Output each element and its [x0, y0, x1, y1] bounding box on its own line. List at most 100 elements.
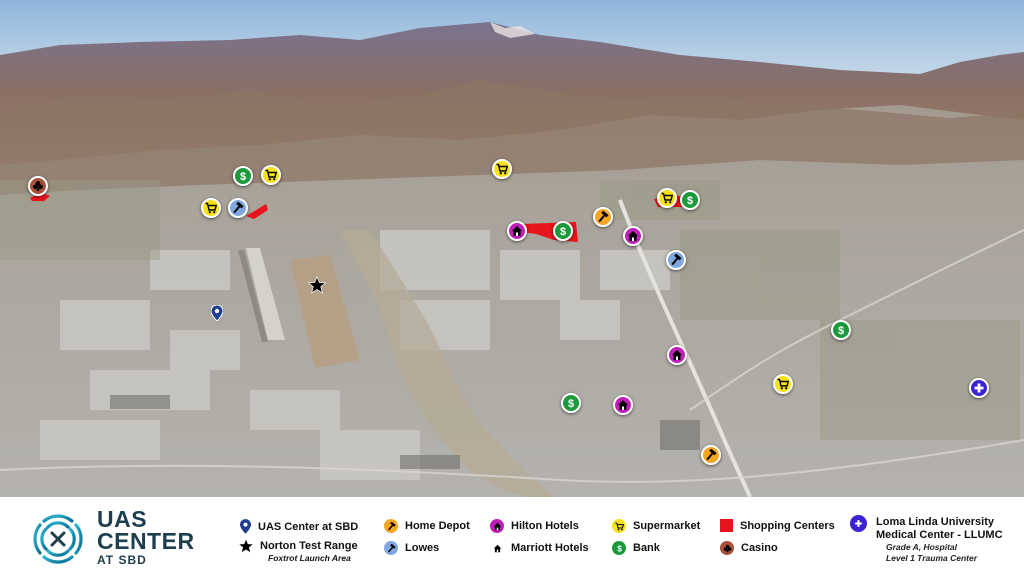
home-depot-marker-icon[interactable]	[701, 445, 721, 465]
bank-glyph-icon: $	[617, 544, 622, 553]
lowes-glyph-icon	[387, 543, 396, 552]
marriott-marker-icon[interactable]	[623, 226, 643, 246]
logo-title-line1: UAS	[97, 506, 148, 532]
legend-marriott-label: Marriott Hotels	[511, 542, 589, 554]
svg-text:$: $	[617, 544, 622, 553]
legend-hospital-sub2: Level 1 Trauma Center	[886, 553, 978, 563]
legend-casino-label: Casino	[741, 542, 778, 554]
marriott-glyph-icon	[628, 231, 638, 241]
bank-marker-icon[interactable]: $	[233, 166, 253, 186]
hilton-house-icon	[490, 519, 504, 533]
star-icon	[239, 539, 253, 553]
casino-marker-icon[interactable]	[28, 176, 48, 196]
hilton-glyph-icon	[618, 400, 628, 410]
legend-shopping-label: Shopping Centers	[740, 519, 835, 532]
shopping-center-area[interactable]	[28, 190, 54, 202]
shopping-center-area[interactable]	[244, 202, 270, 220]
norton-test-range-star-icon[interactable]	[308, 276, 326, 294]
hilton-glyph-icon	[493, 522, 501, 530]
legend-uas-center: UAS Center at SBD	[240, 519, 358, 534]
bank-glyph-icon: $	[568, 398, 574, 409]
legend-shopping: Shopping Centers	[720, 519, 835, 532]
hilton-marker-icon[interactable]	[507, 221, 527, 241]
supermarket-marker-icon[interactable]	[657, 188, 677, 208]
home-depot-hammer-icon	[384, 519, 398, 533]
legend-hospital-line1: Loma Linda University	[876, 516, 994, 528]
svg-text:$: $	[568, 398, 574, 409]
supermarket-marker-icon[interactable]	[773, 374, 793, 394]
supermarket-marker-icon[interactable]	[201, 198, 221, 218]
shopping-cart-icon	[612, 519, 626, 533]
casino-glyph-icon	[723, 544, 731, 552]
bank-marker-icon[interactable]: $	[831, 320, 851, 340]
supermarket-glyph-icon	[265, 169, 277, 181]
supermarket-marker-icon[interactable]	[492, 159, 512, 179]
svg-text:$: $	[838, 325, 844, 336]
logo-title-line2: CENTER	[97, 528, 195, 554]
aerial-map[interactable]: $ $ $ $ $	[0, 0, 1024, 497]
legend-casino: Casino	[720, 541, 778, 555]
svg-text:$: $	[687, 195, 693, 206]
supermarket-glyph-icon	[661, 192, 673, 204]
legend-hilton-label: Hilton Hotels	[511, 520, 579, 532]
legend-bank: $ Bank	[612, 541, 660, 555]
logo-title-line3: AT SBD	[97, 553, 147, 567]
bank-glyph-icon: $	[687, 195, 693, 206]
home-depot-glyph-icon	[387, 521, 396, 530]
legend-lowes: Lowes	[384, 541, 439, 555]
marriott-glyph-icon	[672, 350, 682, 360]
bank-glyph-icon: $	[240, 171, 246, 182]
supermarket-glyph-icon	[777, 378, 789, 390]
lowes-hammer-icon	[384, 541, 398, 555]
home-depot-glyph-icon	[598, 211, 609, 223]
marriott-marker-icon[interactable]	[667, 345, 687, 365]
hospital-marker-icon[interactable]	[969, 378, 989, 398]
legend-hospital-line2: Medical Center - LLUMC	[876, 529, 1003, 541]
lowes-marker-icon[interactable]	[666, 250, 686, 270]
bank-marker-icon[interactable]: $	[680, 190, 700, 210]
legend-home-depot-label: Home Depot	[405, 520, 470, 532]
legend-norton-label: Norton Test Range	[260, 540, 358, 552]
home-depot-marker-icon[interactable]	[593, 207, 613, 227]
home-depot-glyph-icon	[706, 449, 717, 461]
supermarket-glyph-icon	[205, 202, 217, 214]
legend-hospital-text: Loma Linda University Medical Center - L…	[876, 516, 1003, 564]
bank-marker-icon[interactable]: $	[561, 393, 581, 413]
legend-lowes-label: Lowes	[405, 542, 440, 554]
legend-norton: Norton Test Range	[239, 539, 358, 553]
svg-text:$: $	[240, 171, 246, 182]
club-suit-icon	[720, 541, 734, 555]
legend-hospital-sub1: Grade A, Hospital	[886, 542, 958, 552]
bank-glyph-icon: $	[560, 226, 566, 237]
supermarket-glyph-icon	[614, 522, 624, 530]
hospital-glyph-icon	[855, 520, 862, 527]
legend-hospital	[850, 515, 867, 532]
hilton-glyph-icon	[512, 226, 522, 236]
legend-supermarket: Supermarket	[612, 519, 700, 533]
casino-glyph-icon	[33, 181, 43, 191]
hospital-glyph-icon	[974, 383, 984, 393]
legend-bank-label: Bank	[633, 542, 660, 554]
bank-marker-icon[interactable]: $	[553, 221, 573, 241]
lowes-glyph-icon	[233, 202, 244, 214]
hospital-cross-icon	[850, 515, 867, 532]
legend-marriott: Marriott Hotels	[490, 541, 589, 555]
lowes-glyph-icon	[671, 254, 682, 266]
uas-center-pin-icon[interactable]	[211, 305, 223, 321]
supermarket-glyph-icon	[496, 163, 508, 175]
legend-supermarket-label: Supermarket	[633, 520, 701, 532]
shopping-center-square-icon	[720, 519, 733, 532]
legend-hilton: Hilton Hotels	[490, 519, 579, 533]
uas-center-logo-icon	[33, 514, 83, 564]
aerial-terrain-background	[0, 0, 1024, 497]
supermarket-marker-icon[interactable]	[261, 165, 281, 185]
svg-text:$: $	[560, 226, 566, 237]
legend-uas-center-label: UAS Center at SBD	[258, 520, 359, 533]
marriott-house-icon	[490, 541, 504, 555]
uas-center-pin-icon	[240, 519, 251, 534]
bank-glyph-icon: $	[838, 325, 844, 336]
map-legend: UAS CENTER AT SBD UAS Center at SBD Nort…	[0, 497, 1024, 583]
lowes-marker-icon[interactable]	[228, 198, 248, 218]
hilton-marker-icon[interactable]	[613, 395, 633, 415]
dollar-icon: $	[612, 541, 626, 555]
